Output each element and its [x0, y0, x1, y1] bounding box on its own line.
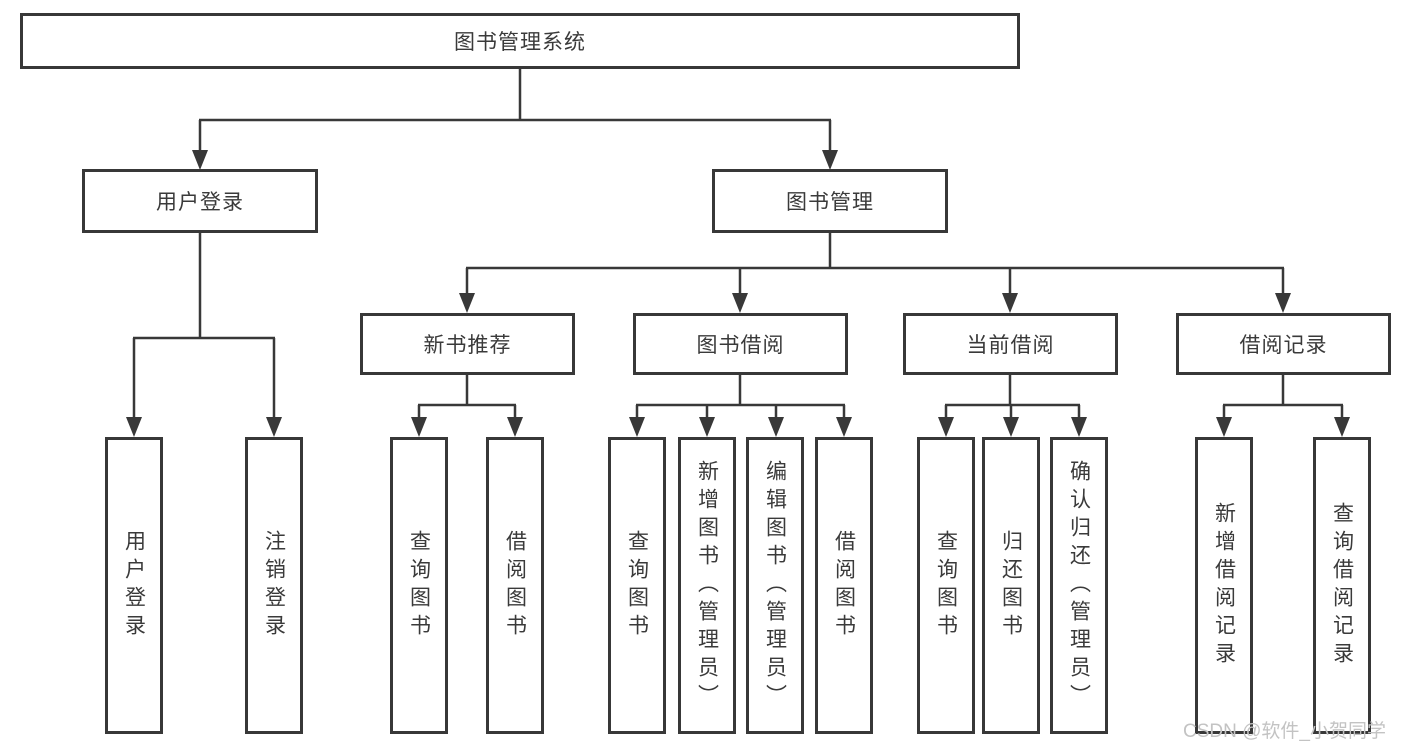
node-current-borrowing: 当前借阅	[903, 313, 1118, 375]
node-label: 注销登录	[262, 529, 286, 642]
node-label: 查询借阅记录	[1330, 501, 1354, 670]
leaf-records-query-record: 查询借阅记录	[1313, 437, 1371, 734]
node-label: 图书管理	[786, 191, 874, 214]
node-label: 新增图书（管理员）	[695, 459, 719, 712]
node-label: 新书推荐	[423, 334, 512, 357]
leaf-newbook-query-books: 查询图书	[390, 437, 448, 734]
node-label: 图书借阅	[696, 334, 785, 357]
leaf-current-confirm-return-admin: 确认归还（管理员）	[1050, 437, 1108, 734]
node-label: 查询图书	[407, 529, 431, 642]
node-label: 确认归还（管理员）	[1067, 459, 1091, 712]
leaf-newbook-borrow-books: 借阅图书	[486, 437, 544, 734]
leaf-user-login: 用户登录	[105, 437, 163, 734]
leaf-current-query-books: 查询图书	[917, 437, 975, 734]
node-label: 当前借阅	[966, 334, 1055, 357]
node-book-management: 图书管理	[712, 169, 948, 233]
node-label: 用户登录	[122, 529, 146, 642]
leaf-borrow-add-books-admin: 新增图书（管理员）	[678, 437, 736, 734]
leaf-borrow-query-books: 查询图书	[608, 437, 666, 734]
node-user-login: 用户登录	[82, 169, 318, 233]
node-label: 新增借阅记录	[1212, 501, 1236, 670]
node-label: 查询图书	[934, 529, 958, 642]
leaf-current-return-books: 归还图书	[982, 437, 1040, 734]
node-label: 查询图书	[625, 529, 649, 642]
csdn-watermark: CSDN @软件_小贺同学	[1183, 721, 1386, 742]
leaf-logout: 注销登录	[245, 437, 303, 734]
leaf-records-add-record: 新增借阅记录	[1195, 437, 1253, 734]
node-label: 图书管理系统	[454, 31, 586, 54]
node-borrowing-records: 借阅记录	[1176, 313, 1391, 375]
node-label: 借阅图书	[503, 529, 527, 642]
node-label: 归还图书	[999, 529, 1023, 642]
node-new-book-recommendation: 新书推荐	[360, 313, 575, 375]
node-label: 用户登录	[156, 191, 244, 214]
node-label: 借阅记录	[1239, 334, 1328, 357]
node-library-management-system: 图书管理系统	[20, 13, 1020, 69]
leaf-borrow-edit-books-admin: 编辑图书（管理员）	[746, 437, 804, 734]
node-book-borrowing: 图书借阅	[633, 313, 848, 375]
node-label: 借阅图书	[832, 529, 856, 642]
leaf-borrow-borrow-books: 借阅图书	[815, 437, 873, 734]
node-label: 编辑图书（管理员）	[763, 459, 787, 712]
